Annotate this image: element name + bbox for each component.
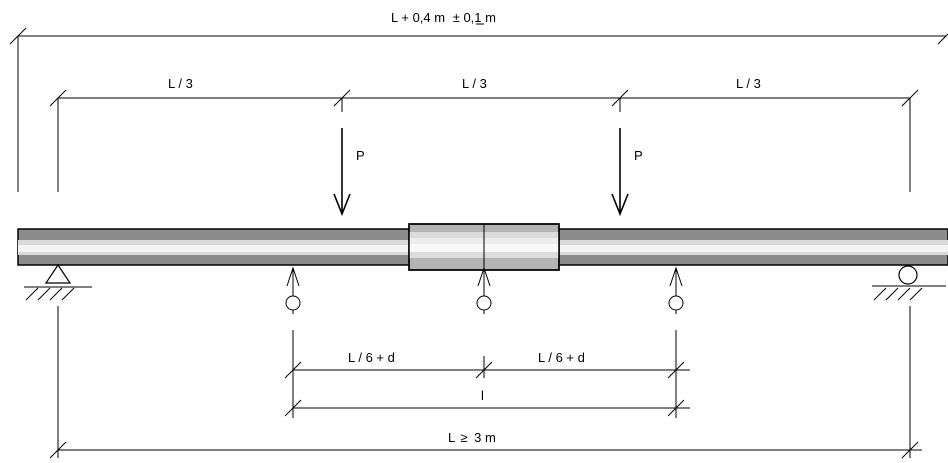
gauge-right: [668, 266, 684, 418]
load-arrow-right: P: [611, 128, 643, 217]
gauge-length-label: l: [481, 388, 484, 403]
gauge-length-dimension: l: [284, 388, 690, 417]
gauge-spacing-dimension: L / 6 + d L / 6 + d: [284, 350, 690, 379]
gauge-spacing-left-label: L / 6 + d: [348, 350, 395, 365]
span-label: L ≥ 3 m: [448, 430, 496, 445]
load-arrow-left: P: [333, 128, 365, 217]
span-dimension: L ≥ 3 m: [49, 306, 922, 459]
pin-support-left: [24, 263, 92, 301]
overall-length-dimension: L + 0,4 m ± 0,1 m: [9, 10, 948, 192]
third-right-label: L / 3: [736, 76, 761, 91]
overall-length-label: L + 0,4 m ± 0,1 m: [391, 10, 496, 25]
load-label-left: P: [356, 148, 365, 163]
load-label-right: P: [634, 148, 643, 163]
gauge-spacing-right-label: L / 6 + d: [538, 350, 585, 365]
gauge-middle: [476, 266, 492, 378]
coupler-sleeve: [408, 223, 560, 271]
roller-support-right: [872, 265, 946, 301]
third-middle-label: L / 3: [462, 76, 487, 91]
thirds-dimension: L / 3 L / 3 L / 3: [49, 76, 919, 192]
third-left-label: L / 3: [168, 76, 193, 91]
gauge-left: [285, 266, 301, 418]
